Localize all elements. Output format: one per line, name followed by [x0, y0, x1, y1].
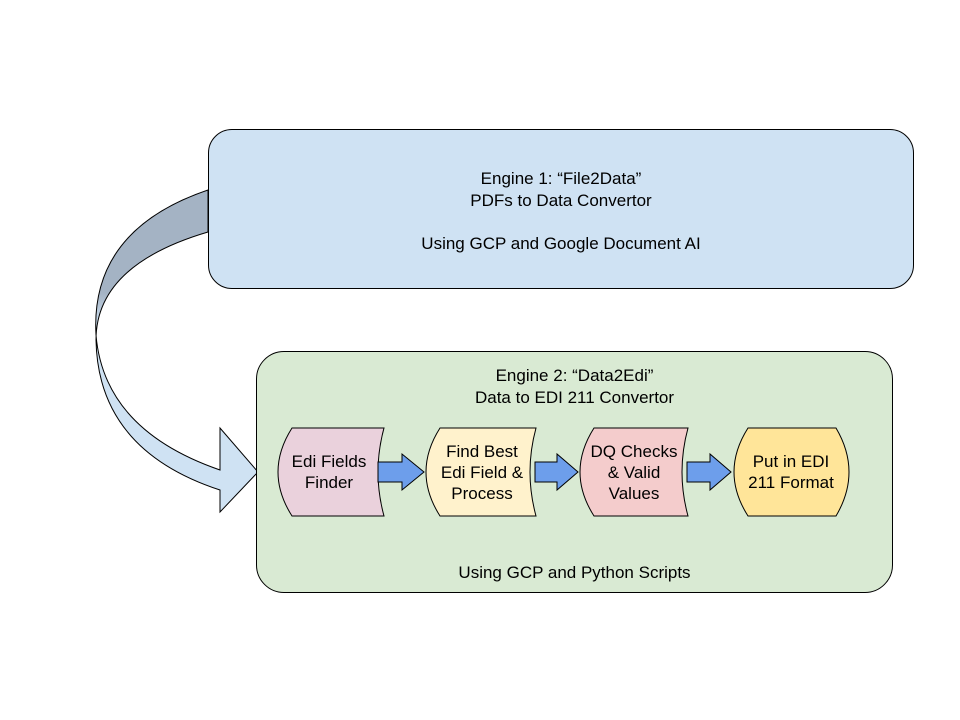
step-2-shape	[425, 427, 537, 517]
step-4-line1: Put in EDI	[752, 452, 830, 471]
engine1-title: Engine 1: “File2Data”	[480, 169, 642, 188]
step-1-shape	[277, 427, 385, 517]
step-1-line2: Finder	[304, 473, 354, 492]
engine2-note: Using GCP and Python Scripts	[458, 563, 691, 582]
step-4-label: Put in EDI 211 Format	[730, 428, 852, 516]
step-3-shape	[579, 427, 689, 517]
engine2-title: Engine 2: “Data2Edi”	[495, 366, 654, 385]
step-arrow-3	[686, 452, 732, 492]
step-2-label: Find Best Edi Field & Process	[422, 428, 542, 516]
step-3-label: DQ Checks & Valid Values	[576, 428, 692, 516]
step-arrow-1	[377, 452, 425, 492]
engine1-subtitle: PDFs to Data Convertor	[470, 191, 652, 210]
engine1-note: Using GCP and Google Document AI	[421, 234, 701, 253]
step-4-line2: 211 Format	[748, 473, 834, 492]
step-2-line2: Edi Field &	[440, 462, 524, 482]
step-arrow-2	[534, 452, 579, 492]
step-1-line1: Edi Fields	[291, 452, 367, 471]
step-3-line2: & Valid	[607, 462, 661, 482]
step-2-line1: Find Best	[446, 441, 518, 461]
engine1-box	[208, 129, 914, 289]
step-3-line3: Values	[608, 483, 660, 503]
step-3-line1: DQ Checks	[590, 441, 678, 461]
step-1-label: Edi Fields Finder	[274, 428, 384, 516]
step-2-line3: Process	[451, 483, 513, 503]
engine2-subtitle: Data to EDI 211 Convertor	[474, 388, 675, 407]
step-4-shape	[733, 427, 850, 517]
